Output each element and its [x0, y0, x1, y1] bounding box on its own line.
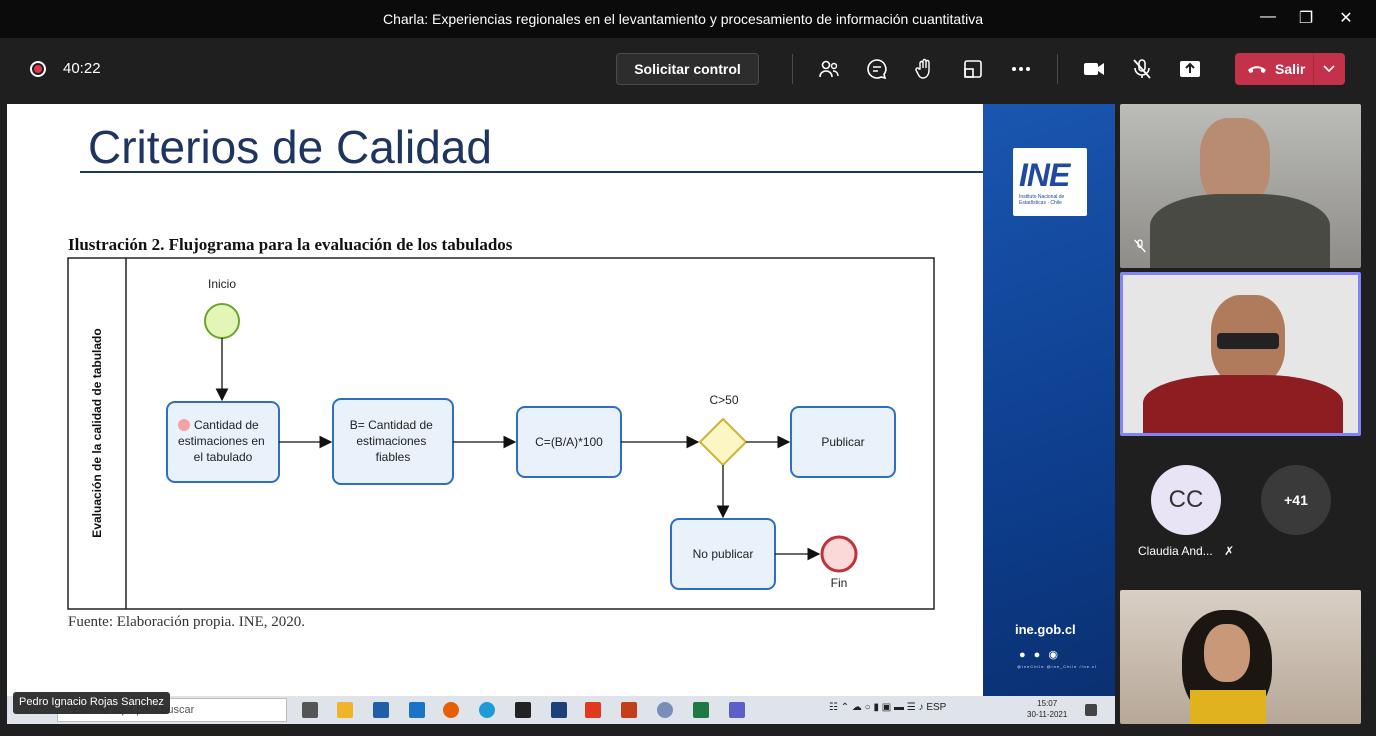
task-view-icon [302, 702, 318, 718]
raise-hand-icon[interactable] [913, 57, 937, 81]
participant-video-1[interactable] [1120, 104, 1361, 268]
mic-off-icon [1134, 239, 1146, 253]
shared-taskbar: Escribe aquí para buscar ☷ ⌃ ☁ ○ ▮ ▣ ▬ ☰… [7, 696, 1115, 724]
presenter-name-tag: Pedro Ignacio Rojas Sanchez [13, 692, 170, 714]
clock-date: 30-11-2021 [1027, 710, 1068, 719]
step-a-text: Cantidad de estimaciones en el tabulado [178, 418, 268, 464]
step-b-line3: fiables [376, 450, 411, 464]
window-title: Charla: Experiencias regionales en el le… [383, 11, 983, 27]
condition-label: C>50 [709, 393, 738, 407]
step-b-line1: B= Cantidad de [350, 418, 433, 432]
toolbar-divider [1057, 54, 1058, 84]
hangup-icon [1248, 66, 1266, 73]
app-icon [551, 702, 567, 718]
lane-label: Evaluación de la calidad de tabulado [90, 328, 104, 537]
edge-icon [479, 702, 495, 718]
flowchart: Evaluación de la calidad de tabulado Ini… [67, 257, 935, 610]
figure-caption: Ilustración 2. Flujograma para la evalua… [68, 235, 513, 254]
request-control-button[interactable]: Solicitar control [616, 53, 759, 85]
system-clock: 15:07 30-11-2021 [1027, 698, 1067, 720]
meeting-toolbar: 40:22 Solicitar control Salir [0, 38, 1376, 100]
share-icon[interactable] [1178, 57, 1202, 81]
participant-body [1150, 194, 1330, 268]
step-b-text: B= Cantidad de estimaciones fiables [350, 418, 436, 464]
recording-icon [30, 61, 46, 77]
participant-face [1200, 118, 1270, 206]
social-icons: ●●◉ [1019, 648, 1066, 661]
more-icon[interactable] [1009, 57, 1033, 81]
rooms-icon[interactable] [961, 57, 985, 81]
shared-screen: Criterios de Calidad Ilustración 2. Fluj… [7, 104, 1115, 724]
publish-box [790, 406, 896, 478]
leave-button[interactable]: Salir [1235, 53, 1345, 85]
ine-logo-subtitle: Instituto Nacional de Estadísticas · Chi… [1019, 194, 1065, 206]
notifications-icon [1085, 704, 1097, 716]
end-label: Fin [831, 576, 848, 590]
firefox-icon [443, 702, 459, 718]
title-bar: Charla: Experiencias regionales en el le… [0, 0, 1376, 38]
teams-icon [729, 702, 745, 718]
participant-name: Claudia And... ✗ [1138, 544, 1234, 558]
title-underline [80, 171, 985, 173]
participant-face [1204, 624, 1250, 682]
step-c-text: C=(B/A)*100 [535, 435, 603, 449]
chevron-down-icon[interactable] [1322, 63, 1336, 75]
step-a-line2: estimaciones en [178, 434, 265, 448]
people-icon[interactable] [817, 57, 841, 81]
toolbar-divider [792, 54, 793, 84]
start-event [204, 303, 240, 339]
no-publish-text: No publicar [693, 547, 754, 561]
slide-title: Criterios de Calidad [88, 121, 492, 173]
instagram-icon: ◉ [1048, 649, 1066, 661]
chat-icon[interactable] [865, 57, 889, 81]
language-indicator: ESP [926, 702, 947, 713]
brand-handles: @ineChile @ine_Chile /ine.cl [1017, 664, 1097, 669]
step-a-line3: el tabulado [194, 450, 253, 464]
participant-body [1143, 375, 1343, 433]
step-a-line1: Cantidad de [194, 418, 259, 432]
participant-avatar[interactable]: CC [1151, 465, 1221, 535]
participant-video-2[interactable] [1120, 272, 1361, 436]
dropbox-icon [515, 702, 531, 718]
step-b-line2: estimaciones [356, 434, 426, 448]
store-icon [373, 702, 389, 718]
participant-name-text: Claudia And... [1138, 544, 1213, 558]
participant-body [1190, 690, 1266, 724]
close-icon[interactable]: ✕ [1339, 10, 1353, 27]
explorer-icon [337, 702, 353, 718]
pointer-highlight [178, 419, 190, 431]
powerpoint-icon [621, 702, 637, 718]
r-icon [657, 702, 673, 718]
excel-icon [693, 702, 709, 718]
ine-logo-mark: INE [1019, 157, 1070, 193]
mic-off-icon[interactable] [1130, 57, 1154, 81]
start-label: Inicio [208, 277, 236, 291]
clock-time: 15:07 [1037, 699, 1058, 708]
brand-band: INE Instituto Nacional de Estadísticas ·… [983, 104, 1115, 724]
leave-divider [1313, 53, 1314, 85]
maximize-icon[interactable]: ❐ [1298, 10, 1314, 27]
facebook-icon: ● [1019, 649, 1034, 661]
system-tray: ☷ ⌃ ☁ ○ ▮ ▣ ▬ ☰ ♪ ESP [829, 702, 947, 713]
mail-icon [409, 702, 425, 718]
figure-source: Fuente: Elaboración propia. INE, 2020. [68, 614, 306, 630]
publish-text: Publicar [821, 435, 864, 449]
participant-video-3[interactable] [1120, 590, 1361, 724]
brand-url: ine.gob.cl [1015, 622, 1076, 637]
camera-icon[interactable] [1082, 57, 1106, 81]
mic-off-icon: ✗ [1224, 544, 1235, 558]
ine-logo: INE Instituto Nacional de Estadísticas ·… [1013, 148, 1087, 216]
meeting-timer: 40:22 [63, 60, 101, 77]
twitter-icon: ● [1033, 649, 1049, 661]
leave-label: Salir [1275, 61, 1306, 77]
office-icon [585, 702, 601, 718]
more-participants-button[interactable]: +41 [1261, 465, 1331, 535]
minimize-icon[interactable]: — [1260, 8, 1276, 25]
end-event [820, 535, 858, 573]
participant-glasses [1217, 333, 1279, 349]
